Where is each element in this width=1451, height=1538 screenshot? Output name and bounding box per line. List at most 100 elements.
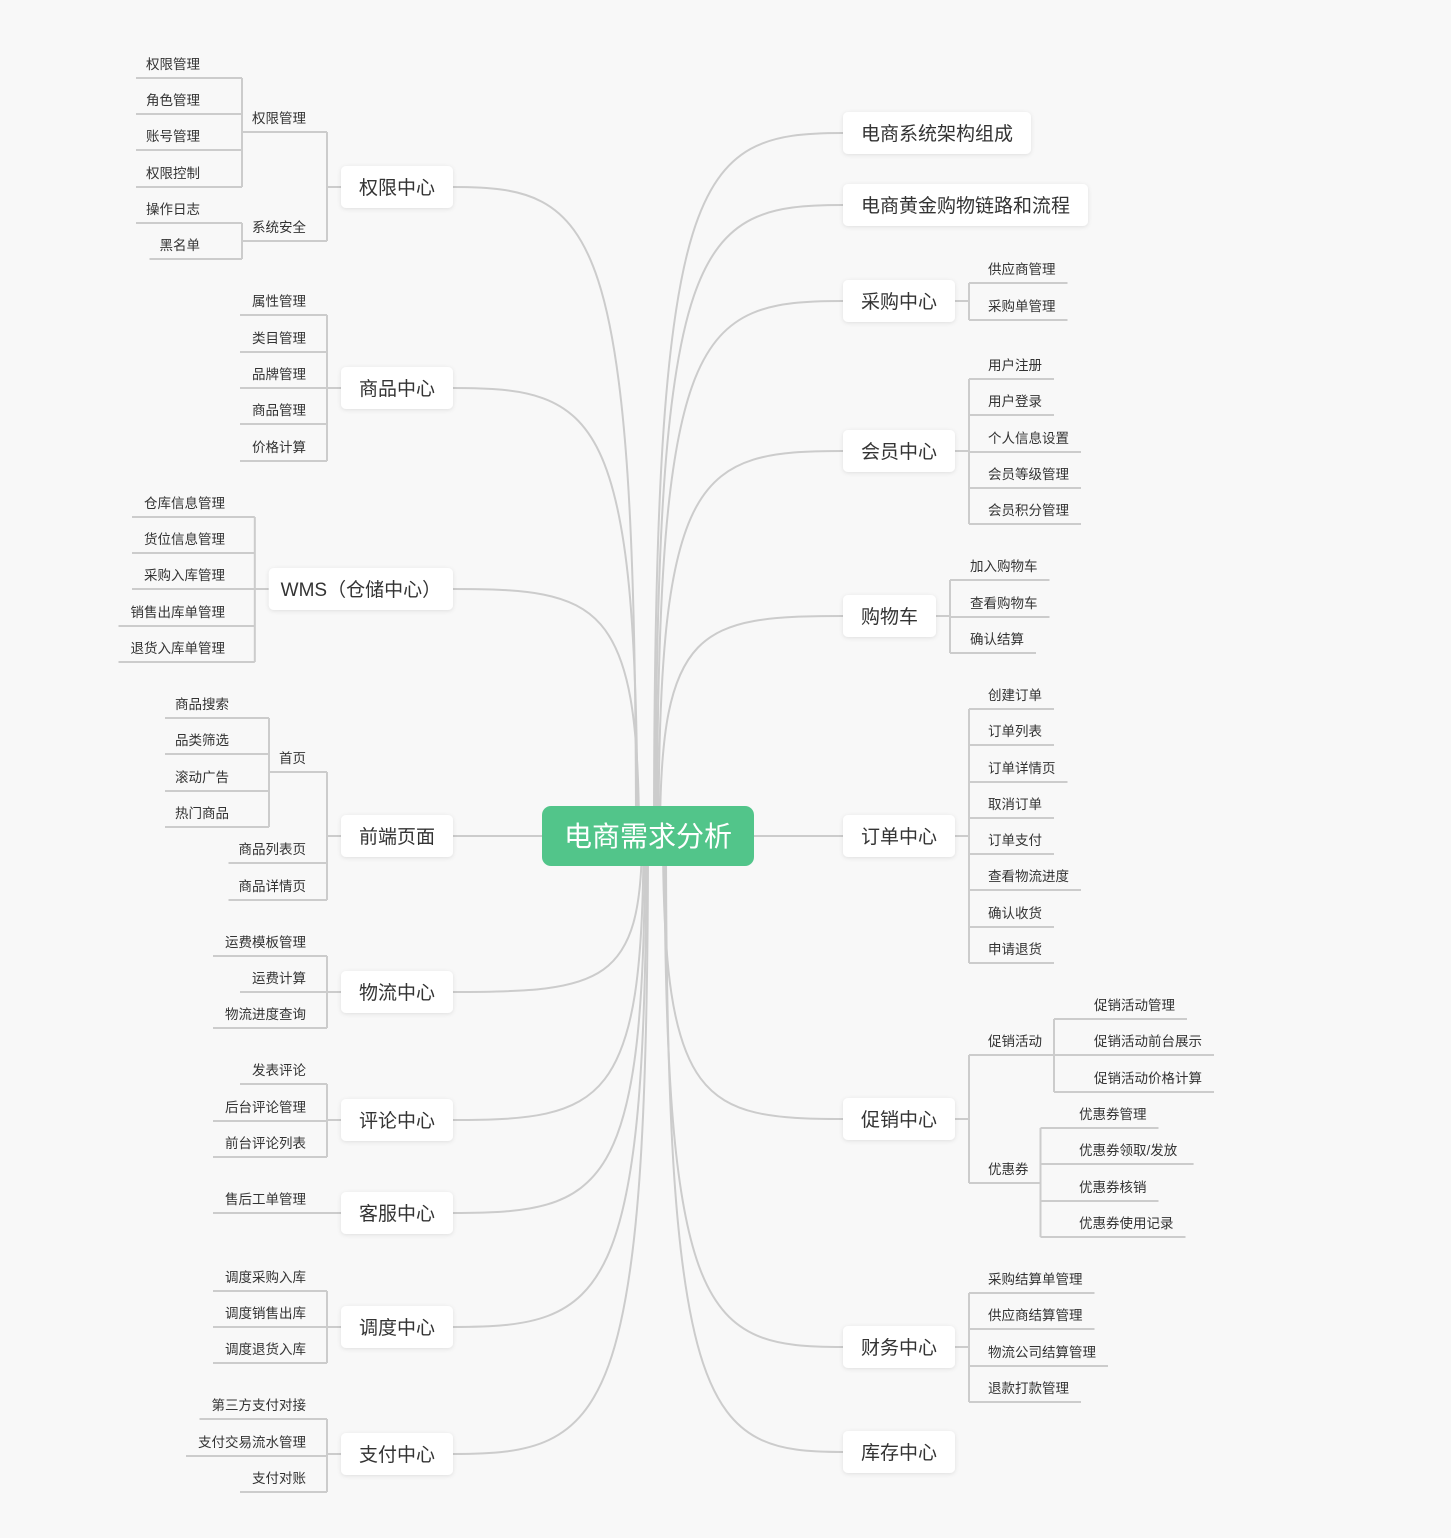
leaf-node-left-8-1[interactable]: 支付交易流水管理 xyxy=(198,1434,306,1450)
branch-node-left-0[interactable] xyxy=(341,166,453,208)
leaf-node-right-6-1-0[interactable]: 优惠券管理 xyxy=(1079,1107,1147,1122)
leaf-node-left-5-0[interactable]: 发表评论 xyxy=(252,1063,306,1078)
leaf-node-left-4-2[interactable]: 物流进度查询 xyxy=(225,1007,306,1022)
leaf-node-left-0-1-0[interactable]: 操作日志 xyxy=(146,202,200,217)
branch-node-left-6[interactable] xyxy=(341,1192,453,1234)
leaf-node-left-1-1[interactable]: 类目管理 xyxy=(252,331,306,346)
sub-node-right-6-0[interactable]: 促销活动 xyxy=(988,1034,1042,1049)
leaf-node-left-2-3[interactable]: 销售出库单管理 xyxy=(131,605,226,620)
leaf-node-left-2-4[interactable]: 退货入库单管理 xyxy=(131,640,226,656)
leaf-node-right-3-4[interactable]: 会员积分管理 xyxy=(988,503,1069,518)
branch-node-right-1[interactable] xyxy=(843,184,1088,226)
leaf-node-left-2-2[interactable]: 采购入库管理 xyxy=(144,568,225,583)
branch-label-left-1: 商品中心 xyxy=(359,378,435,400)
leaf-node-right-3-2[interactable]: 个人信息设置 xyxy=(988,430,1069,446)
leaf-node-right-5-0[interactable]: 创建订单 xyxy=(988,688,1042,703)
leaf-node-right-6-1-3[interactable]: 优惠券使用记录 xyxy=(1079,1215,1174,1231)
branch-node-right-2[interactable] xyxy=(843,280,955,322)
leaf-node-left-6-0[interactable]: 售后工单管理 xyxy=(225,1192,306,1207)
leaf-node-left-0-0-1[interactable]: 角色管理 xyxy=(146,92,200,108)
leaf-node-right-6-0-2[interactable]: 促销活动价格计算 xyxy=(1094,1071,1202,1086)
sub-node-left-3-2[interactable]: 商品详情页 xyxy=(239,879,307,894)
leaf-node-right-5-3[interactable]: 取消订单 xyxy=(988,797,1042,812)
branch-label-right-0: 电商系统架构组成 xyxy=(861,123,1013,145)
leaf-node-right-7-2[interactable]: 物流公司结算管理 xyxy=(988,1345,1096,1360)
leaf-node-right-7-3[interactable]: 退款打款管理 xyxy=(988,1380,1069,1396)
leaf-node-right-5-5[interactable]: 查看物流进度 xyxy=(988,869,1069,884)
leaf-node-left-0-0-3[interactable]: 权限控制 xyxy=(146,165,200,181)
branch-node-left-7[interactable] xyxy=(341,1306,453,1348)
branch-label-left-2: WMS（仓储中心） xyxy=(281,579,441,601)
leaf-node-right-5-1[interactable]: 订单列表 xyxy=(988,724,1042,739)
branch-node-right-8[interactable] xyxy=(843,1431,955,1473)
leaf-node-right-3-3[interactable]: 会员等级管理 xyxy=(988,466,1069,482)
leaf-node-left-8-0[interactable]: 第三方支付对接 xyxy=(212,1397,307,1413)
leaf-node-right-6-1-2[interactable]: 优惠券核销 xyxy=(1079,1180,1147,1195)
leaf-node-right-3-0[interactable]: 用户注册 xyxy=(988,357,1042,373)
leaf-node-right-6-1-1[interactable]: 优惠券领取/发放 xyxy=(1079,1143,1178,1158)
sub-node-left-3-1[interactable]: 商品列表页 xyxy=(239,842,307,857)
leaf-node-left-4-0[interactable]: 运费模板管理 xyxy=(225,935,306,950)
branch-node-left-1[interactable] xyxy=(341,367,453,409)
leaf-node-left-7-0[interactable]: 调度采购入库 xyxy=(225,1270,306,1285)
branch-label-right-8: 库存中心 xyxy=(861,1442,937,1464)
branch-node-left-4[interactable] xyxy=(341,971,453,1013)
leaf-node-right-6-0-1[interactable]: 促销活动前台展示 xyxy=(1094,1033,1202,1049)
branch-label-right-3: 会员中心 xyxy=(861,441,937,463)
leaf-node-right-4-0[interactable]: 加入购物车 xyxy=(970,558,1038,574)
branch-node-right-7[interactable] xyxy=(843,1326,955,1368)
branch-node-left-3[interactable] xyxy=(341,815,453,857)
leaf-node-left-1-2[interactable]: 品牌管理 xyxy=(252,366,306,382)
leaf-node-left-7-1[interactable]: 调度销售出库 xyxy=(225,1306,306,1321)
leaf-node-left-0-1-1[interactable]: 黑名单 xyxy=(160,238,201,253)
leaf-node-right-5-2[interactable]: 订单详情页 xyxy=(988,761,1056,776)
leaf-node-left-5-1[interactable]: 后台评论管理 xyxy=(225,1100,306,1115)
leaf-node-left-3-0-2[interactable]: 滚动广告 xyxy=(175,769,229,785)
branch-label-left-0: 权限中心 xyxy=(359,177,435,199)
leaf-node-left-7-2[interactable]: 调度退货入库 xyxy=(225,1341,306,1357)
leaf-node-left-1-3[interactable]: 商品管理 xyxy=(252,403,306,418)
branch-label-right-5: 订单中心 xyxy=(861,826,937,848)
leaf-node-right-4-1[interactable]: 查看购物车 xyxy=(970,595,1038,611)
sub-node-right-6-1[interactable]: 优惠券 xyxy=(988,1162,1029,1177)
leaf-node-right-2-0[interactable]: 供应商管理 xyxy=(988,261,1056,277)
leaf-node-right-7-0[interactable]: 采购结算单管理 xyxy=(988,1272,1083,1287)
leaf-node-left-3-0-3[interactable]: 热门商品 xyxy=(175,806,229,821)
leaf-node-right-5-7[interactable]: 申请退货 xyxy=(988,941,1042,957)
leaf-node-right-3-1[interactable]: 用户登录 xyxy=(988,393,1042,409)
branch-label-left-8: 支付中心 xyxy=(359,1444,435,1466)
branch-label-right-7: 财务中心 xyxy=(861,1337,937,1359)
branch-node-right-6[interactable] xyxy=(843,1098,955,1140)
leaf-node-right-6-0-0[interactable]: 促销活动管理 xyxy=(1094,998,1175,1013)
leaf-node-left-1-4[interactable]: 价格计算 xyxy=(252,440,306,455)
branch-label-left-5: 评论中心 xyxy=(359,1110,435,1132)
branch-node-right-3[interactable] xyxy=(843,430,955,472)
branch-node-left-2[interactable] xyxy=(268,568,453,610)
leaf-node-left-3-0-0[interactable]: 商品搜索 xyxy=(175,697,229,712)
branch-node-right-0[interactable] xyxy=(843,112,1031,154)
leaf-node-left-0-0-0[interactable]: 权限管理 xyxy=(146,56,200,72)
leaf-node-left-2-0[interactable]: 仓库信息管理 xyxy=(144,495,225,511)
leaf-node-right-5-4[interactable]: 订单支付 xyxy=(988,833,1042,848)
leaf-node-right-5-6[interactable]: 确认收货 xyxy=(988,905,1042,921)
leaf-node-left-1-0[interactable]: 属性管理 xyxy=(252,294,306,309)
leaf-node-right-7-1[interactable]: 供应商结算管理 xyxy=(988,1307,1083,1323)
sub-node-left-3-0[interactable]: 首页 xyxy=(279,751,306,766)
branch-node-left-8[interactable] xyxy=(341,1433,453,1475)
root-node[interactable] xyxy=(542,806,754,866)
leaf-node-left-4-1[interactable]: 运费计算 xyxy=(252,971,306,986)
branch-label-left-3: 前端页面 xyxy=(359,826,435,848)
branch-node-right-5[interactable] xyxy=(843,815,955,857)
branch-node-left-5[interactable] xyxy=(341,1099,453,1141)
leaf-node-right-2-1[interactable]: 采购单管理 xyxy=(988,299,1056,314)
leaf-node-left-8-2[interactable]: 支付对账 xyxy=(252,1471,306,1486)
leaf-node-left-5-2[interactable]: 前台评论列表 xyxy=(225,1135,306,1151)
sub-node-left-0-1[interactable]: 系统安全 xyxy=(252,219,306,235)
leaf-node-left-3-0-1[interactable]: 品类筛选 xyxy=(175,733,229,748)
leaf-node-left-2-1[interactable]: 货位信息管理 xyxy=(144,531,225,547)
sub-node-left-0-0[interactable]: 权限管理 xyxy=(252,110,306,126)
branch-node-right-4[interactable] xyxy=(843,595,936,637)
leaf-node-right-4-2[interactable]: 确认结算 xyxy=(970,632,1024,647)
leaf-node-left-0-0-2[interactable]: 账号管理 xyxy=(146,129,200,144)
